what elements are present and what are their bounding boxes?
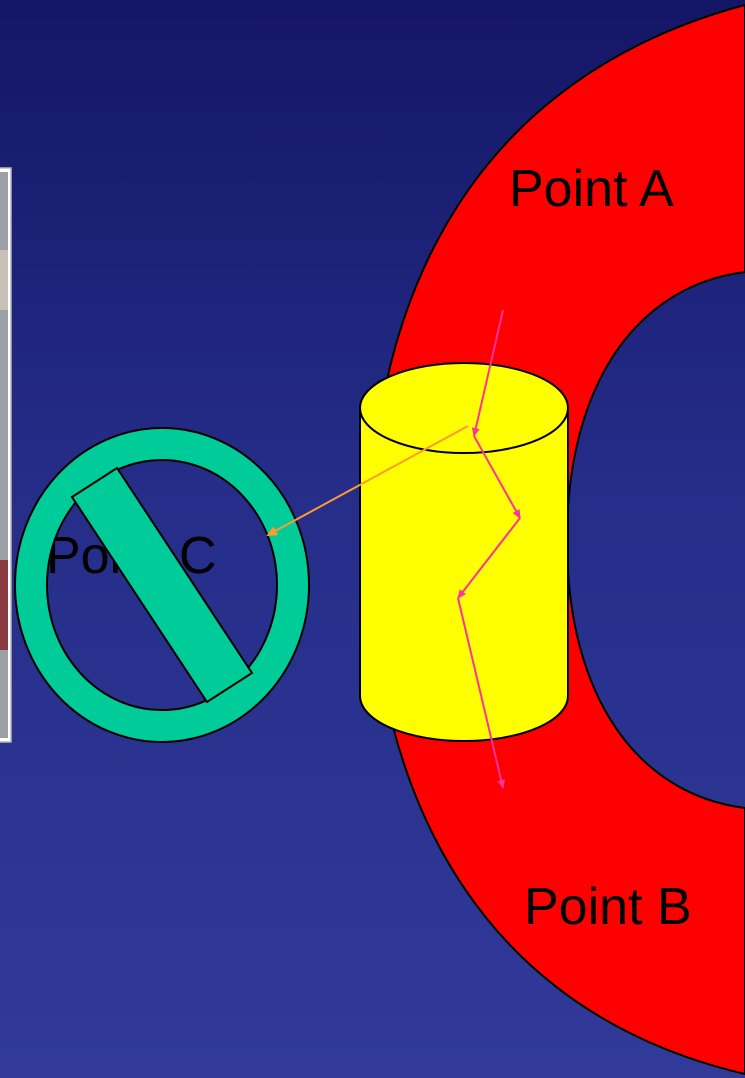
no-entry-icon <box>15 428 309 742</box>
photo-frame <box>0 168 11 742</box>
yellow-cylinder <box>360 363 568 741</box>
label-point-b: Point B <box>524 878 692 936</box>
label-point-a: Point A <box>509 160 674 218</box>
